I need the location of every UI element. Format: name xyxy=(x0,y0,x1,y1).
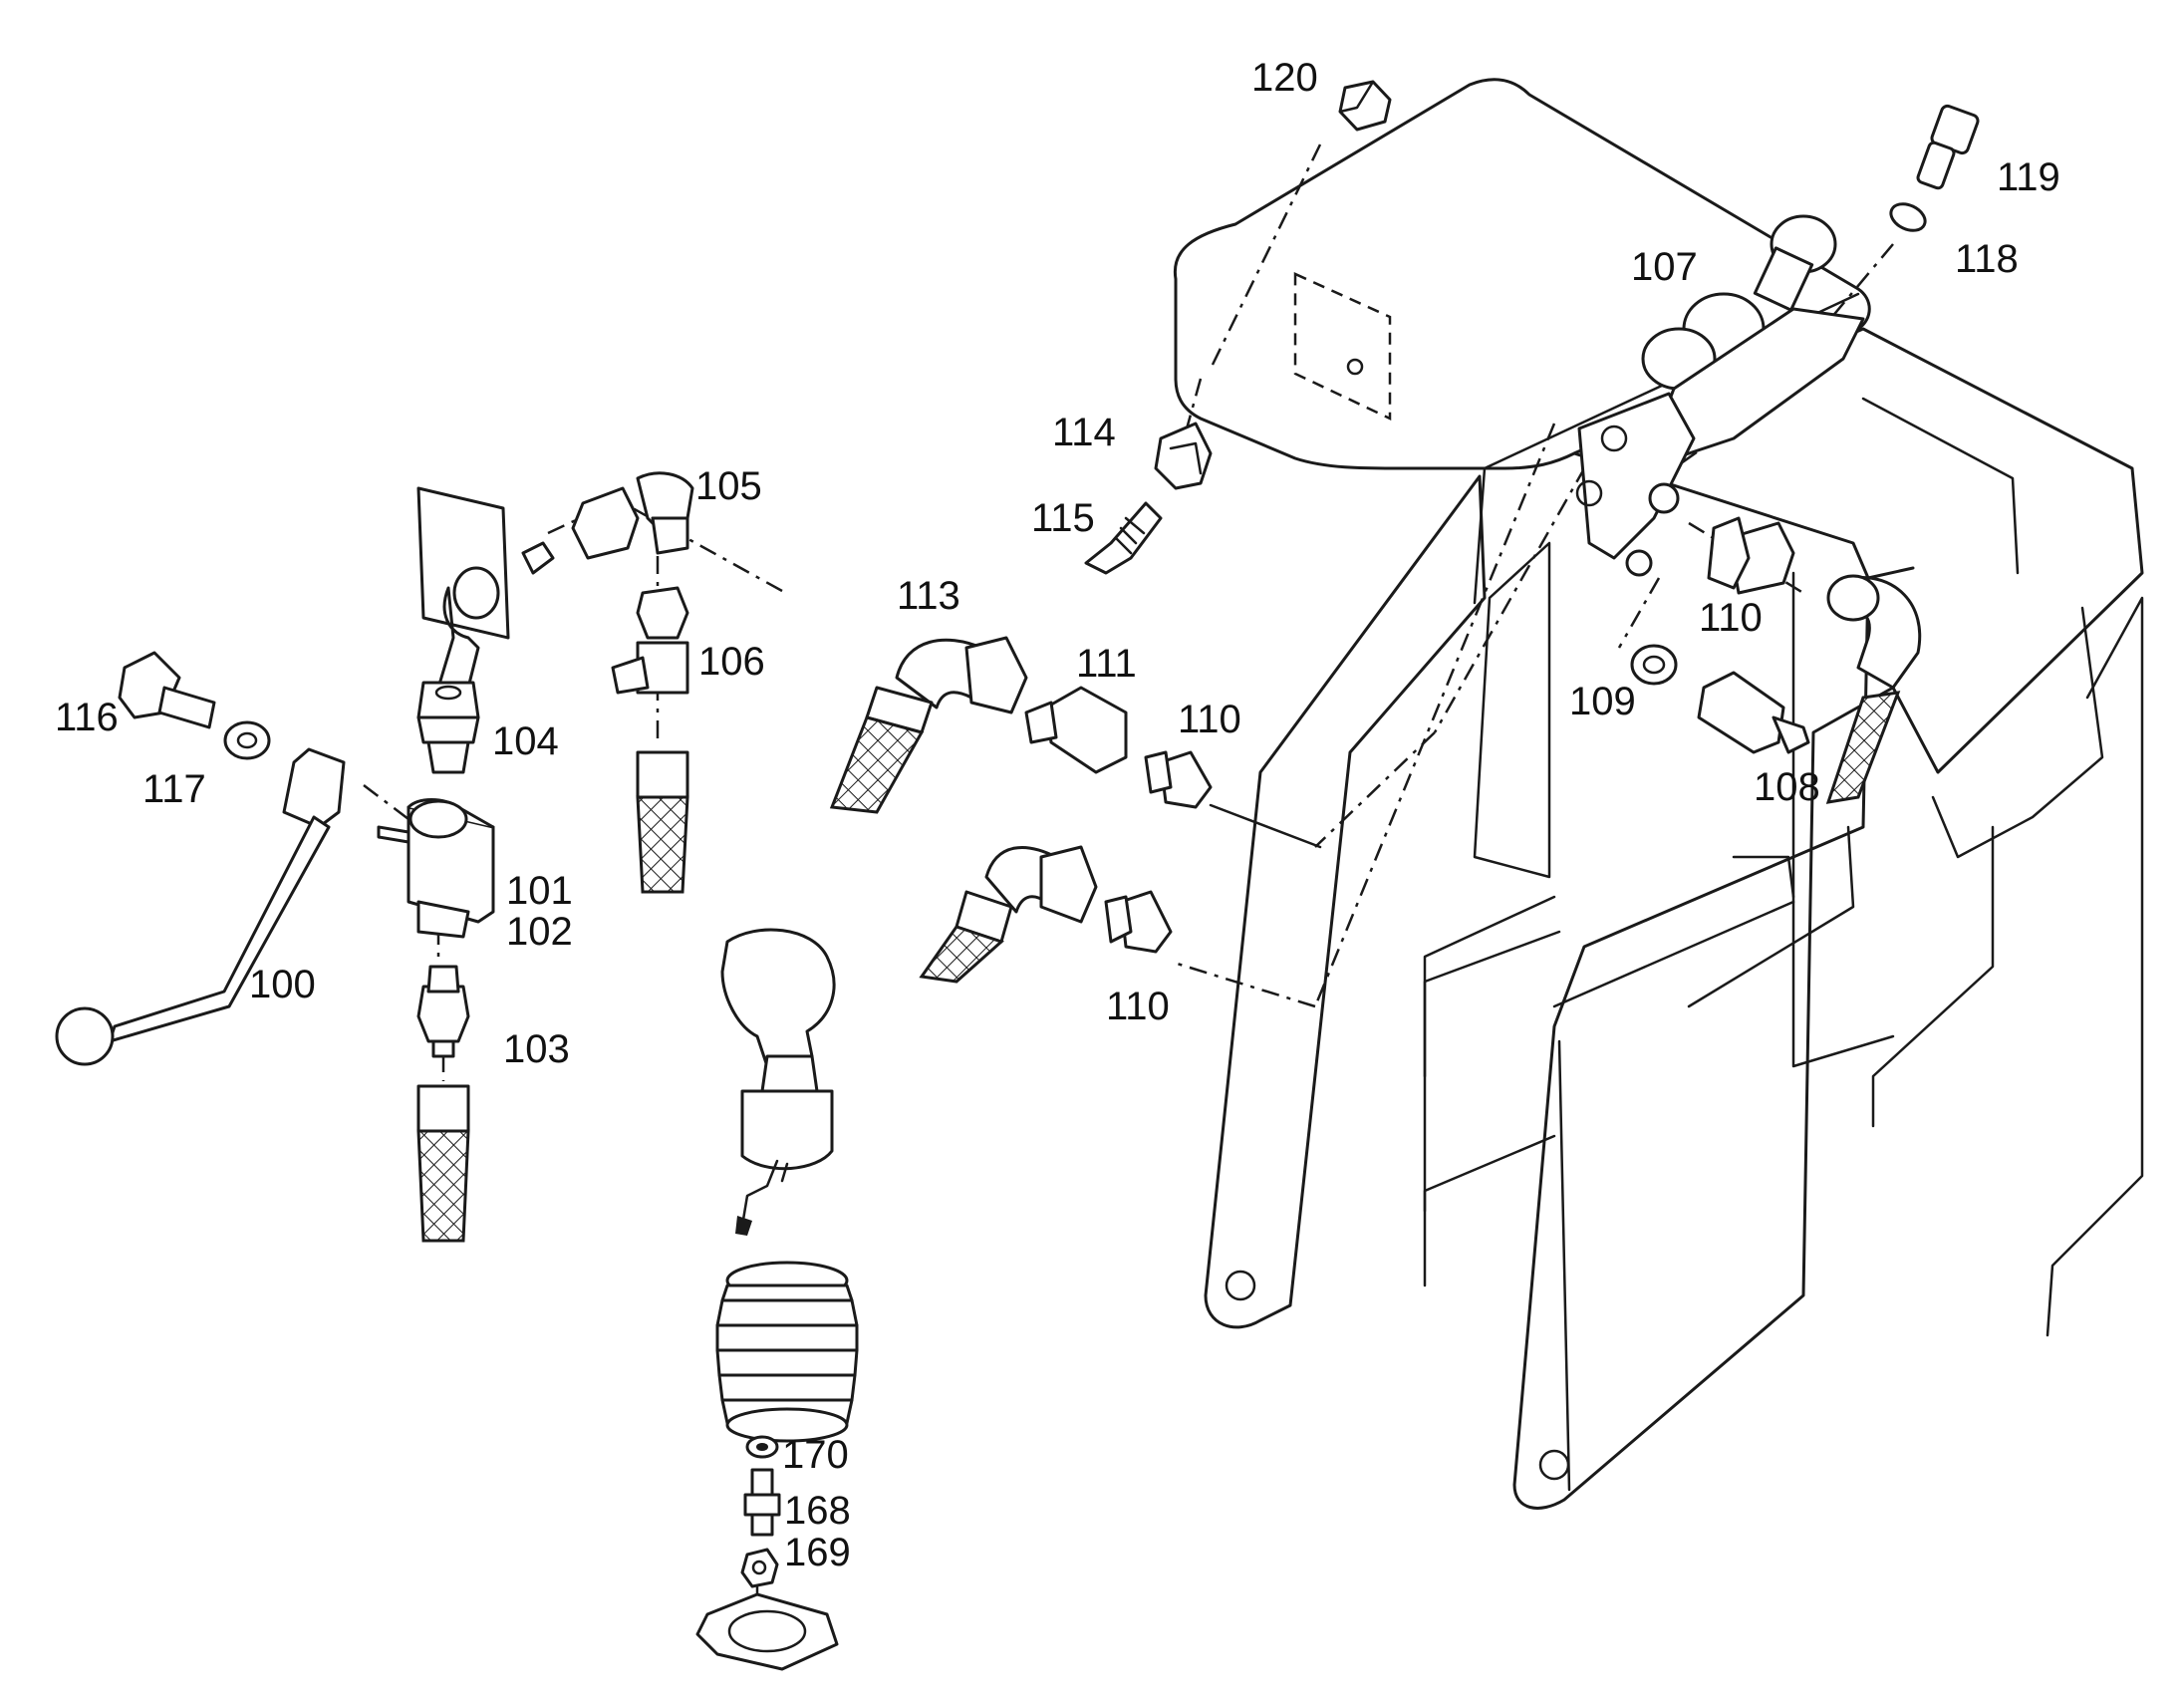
part-label-105: 105 xyxy=(695,464,762,508)
bellows-boot xyxy=(715,1261,859,1443)
part-label-106: 106 xyxy=(698,640,765,684)
bolt-116 xyxy=(118,651,216,729)
part-label-114: 114 xyxy=(1052,411,1116,454)
part-label-110-lower: 110 xyxy=(1106,985,1170,1028)
part-label-116: 116 xyxy=(55,696,119,739)
clip-114 xyxy=(1154,422,1213,490)
fitting-103 xyxy=(416,965,470,1058)
valve-assembly-107 xyxy=(1575,214,1865,577)
part-label-168: 168 xyxy=(784,1489,851,1533)
base-plate xyxy=(695,1592,839,1671)
washer-170 xyxy=(745,1435,779,1459)
washer-109 xyxy=(1630,644,1678,686)
hose-right xyxy=(1825,574,1922,804)
nut-169 xyxy=(740,1548,779,1588)
nut-120 xyxy=(1338,80,1392,132)
joystick-grip xyxy=(720,928,836,1236)
part-label-109: 109 xyxy=(1569,680,1636,723)
part-label-111: 111 xyxy=(1076,642,1137,686)
elbow-fitting-105 xyxy=(571,471,694,560)
part-label-110-middle: 110 xyxy=(1178,698,1241,741)
mounting-frame xyxy=(1173,78,2144,1510)
screw-115 xyxy=(1084,501,1163,575)
part-label-170: 170 xyxy=(782,1433,849,1477)
hose-106 xyxy=(636,750,689,894)
part-label-110-upper: 110 xyxy=(1699,596,1763,640)
part-label-103: 103 xyxy=(503,1027,570,1071)
part-label-101: 101 xyxy=(506,869,573,913)
fitting-110-middle xyxy=(1144,750,1213,809)
part-label-107: 107 xyxy=(1631,245,1698,289)
bolt-119 xyxy=(1916,104,1980,190)
part-label-169: 169 xyxy=(784,1531,851,1574)
tee-fitting-106 xyxy=(611,586,689,695)
part-label-108: 108 xyxy=(1754,765,1820,809)
hose-lower xyxy=(919,845,1098,984)
lever-100 xyxy=(55,747,346,1066)
fitting-110-lower xyxy=(1104,890,1173,954)
washer-118 xyxy=(1889,202,1927,232)
part-label-113: 113 xyxy=(897,574,960,618)
mounting-plate-elbow xyxy=(416,486,555,697)
valve-block-101-102 xyxy=(377,798,495,939)
washer-117 xyxy=(223,720,271,760)
part-label-117: 117 xyxy=(142,767,206,811)
part-label-119: 119 xyxy=(1997,155,2060,199)
part-label-104: 104 xyxy=(492,719,559,763)
pin-168 xyxy=(743,1468,781,1537)
hose-113 xyxy=(829,636,1028,814)
fitting-110-upper xyxy=(1707,516,1795,595)
part-label-115: 115 xyxy=(1031,496,1095,540)
hose-103 xyxy=(416,1084,470,1243)
part-label-118: 118 xyxy=(1955,237,2019,281)
part-label-102: 102 xyxy=(506,910,573,954)
fitting-104 xyxy=(416,681,480,774)
adapter-111 xyxy=(1024,686,1128,774)
part-label-100: 100 xyxy=(249,963,316,1006)
fitting-108 xyxy=(1697,671,1810,754)
part-label-120: 120 xyxy=(1251,56,1318,100)
